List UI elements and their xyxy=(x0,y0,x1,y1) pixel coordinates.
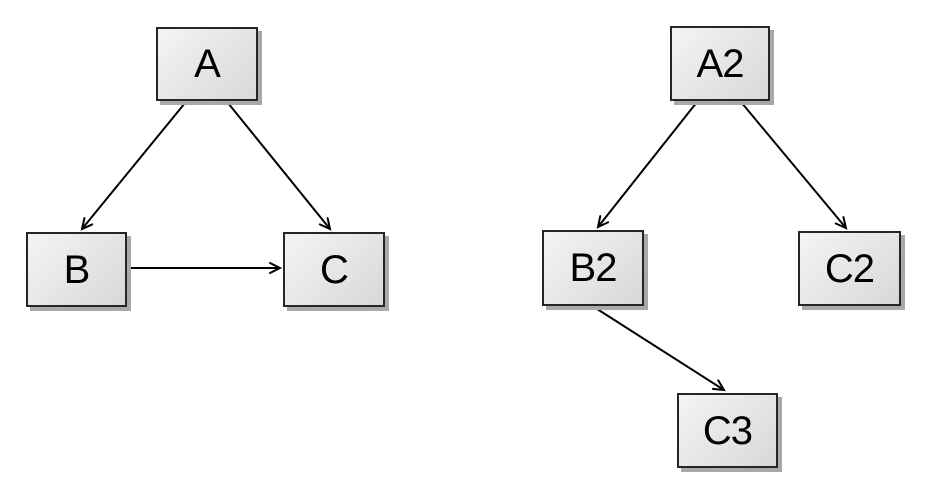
node-B2[interactable]: B2 xyxy=(542,230,644,306)
edge-B2-to-C3[interactable] xyxy=(593,306,726,392)
edge-A2-to-B2[interactable] xyxy=(596,101,698,229)
node-A2[interactable]: A2 xyxy=(670,26,770,101)
node-label-C3: C3 xyxy=(702,408,753,453)
node-C2[interactable]: C2 xyxy=(798,231,901,306)
edge-A-to-B[interactable] xyxy=(80,102,186,231)
node-label-B2: B2 xyxy=(569,246,618,290)
node-label-A: A xyxy=(194,42,221,86)
edge-A-to-C[interactable] xyxy=(227,102,332,231)
node-label-C: C xyxy=(320,247,349,292)
node-label-B: B xyxy=(63,247,91,292)
node-label-A2: A2 xyxy=(696,41,745,86)
edge-A2-to-C2[interactable] xyxy=(740,101,848,230)
node-C3[interactable]: C3 xyxy=(677,393,778,468)
node-label-C2: C2 xyxy=(824,246,875,291)
node-A[interactable]: A xyxy=(156,27,258,101)
node-C[interactable]: C xyxy=(283,232,385,307)
node-B[interactable]: B xyxy=(26,232,127,307)
edges-group xyxy=(80,101,848,392)
